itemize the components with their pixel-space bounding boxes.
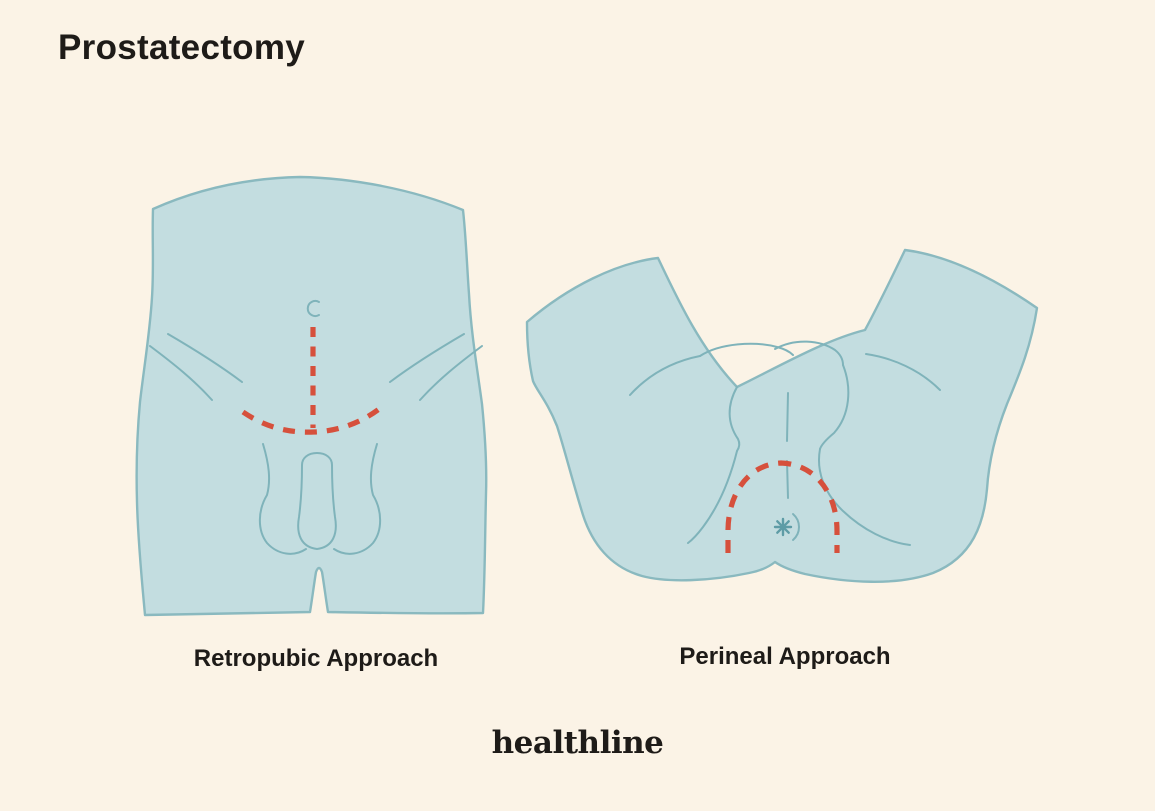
scrotum-top-arc-right xyxy=(774,340,844,366)
incision-transverse-dashed-line xyxy=(241,403,385,435)
hip-crease-line-left-2 xyxy=(149,345,213,401)
buttock-crease-line-right xyxy=(818,448,911,546)
hip-crease-line-left-1 xyxy=(167,333,243,383)
groin-scrotum-outline-right xyxy=(333,443,382,555)
scrotum-side-right xyxy=(819,364,850,450)
thigh-fold-line-left xyxy=(629,355,701,396)
perineal-body-outline xyxy=(525,248,1039,583)
scrotum-side-left xyxy=(728,386,741,452)
hip-crease-line-right-2 xyxy=(419,345,483,401)
anus-side-arc xyxy=(792,513,800,541)
perineal-label: Perineal Approach xyxy=(679,643,891,670)
healthline-logo: healthline xyxy=(491,725,664,761)
groin-scrotum-outline-left xyxy=(258,443,307,555)
buttock-crease-line-left xyxy=(687,450,738,544)
perineal-raphe-line-upper xyxy=(786,392,789,442)
perineal-raphe-line-lower xyxy=(786,460,789,499)
penis-outline xyxy=(297,451,337,551)
anus-mark-icon xyxy=(773,517,793,537)
thigh-fold-line-right xyxy=(865,353,941,391)
hip-crease-line-right-1 xyxy=(389,333,465,383)
navel-icon xyxy=(306,300,320,317)
page-title: Prostatectomy xyxy=(58,28,306,67)
retropubic-label: Retropubic Approach xyxy=(193,645,439,672)
incision-perineal-dashed-arch xyxy=(725,460,840,553)
torso-outline xyxy=(135,175,488,617)
perineal-figure-illustration xyxy=(525,248,1039,583)
scrotum-top-arc-left xyxy=(699,342,794,357)
retropubic-figure-illustration xyxy=(135,175,488,617)
